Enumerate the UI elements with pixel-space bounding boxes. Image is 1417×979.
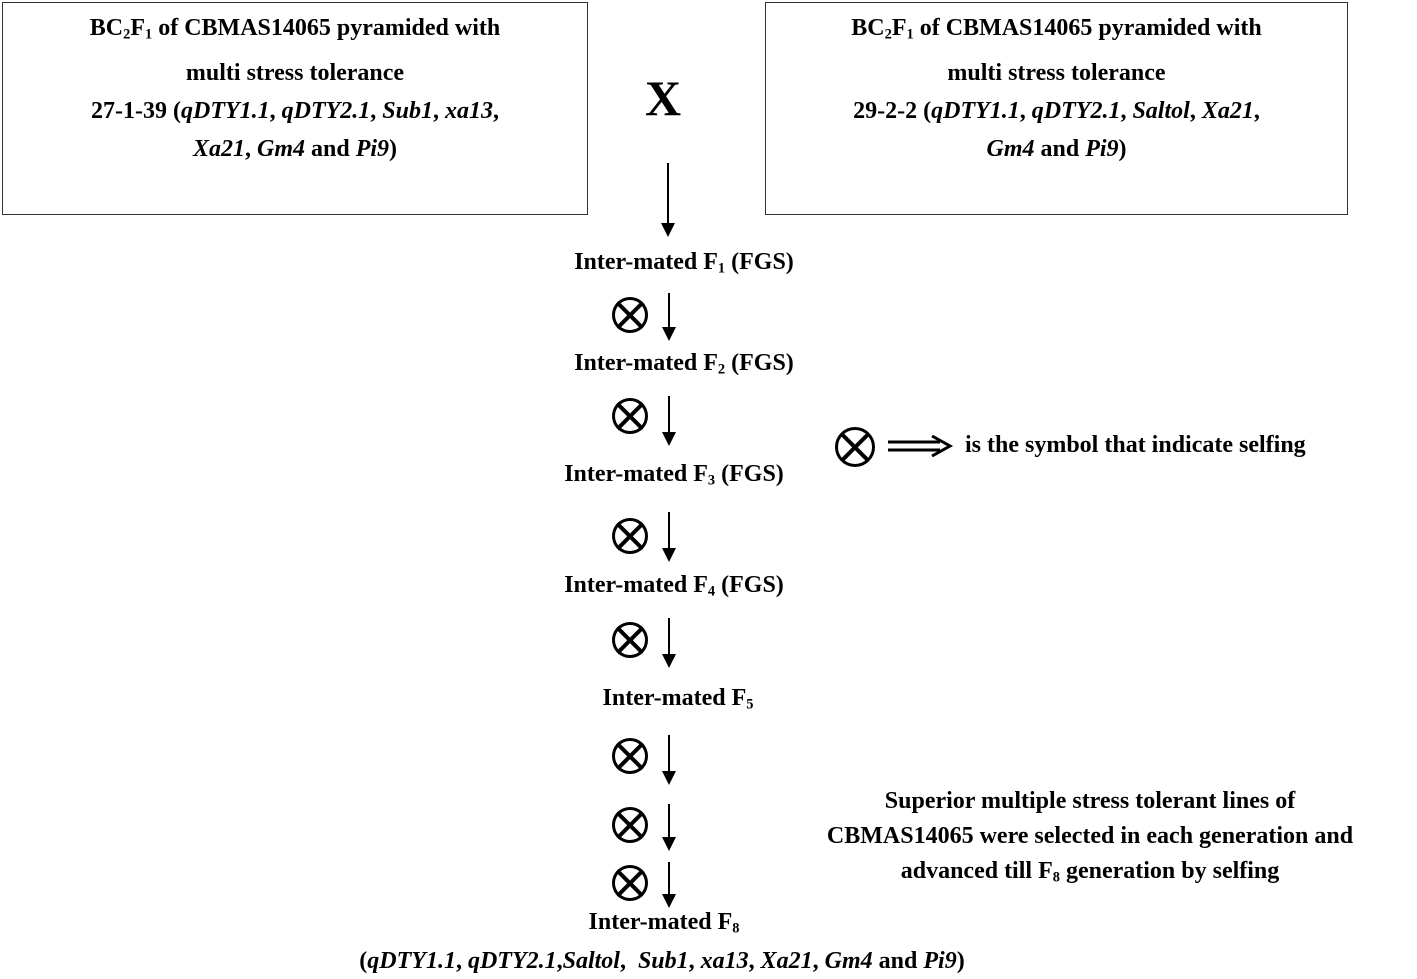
down-arrow: [654, 862, 684, 908]
left-parent-title: BC2F1 of CBMAS14065 pyramided with: [89, 15, 501, 43]
note-line: Superior multiple stress tolerant lines …: [884, 788, 1296, 814]
selfing-icon: [612, 622, 648, 658]
left-parent-subtitle: multi stress tolerance: [185, 59, 405, 86]
right-parent-genes-line1: 29-2-2 (qDTY1.1, qDTY2.1, Saltol, Xa21,: [853, 97, 1260, 124]
selfing-icon: [612, 398, 648, 434]
legend-text: is the symbol that indicate selfing: [965, 432, 1306, 458]
down-arrow: [654, 512, 684, 562]
double-arrow-icon: [888, 435, 954, 457]
selection-note: Superior multiple stress tolerant lines …: [790, 784, 1390, 896]
selfing-icon: [612, 865, 648, 901]
generation-f4: Inter-mated F4 (FGS): [564, 572, 784, 600]
cross-down-arrow: [653, 163, 683, 238]
selfing-icon: [612, 807, 648, 843]
generation-f3: Inter-mated F3 (FGS): [564, 461, 784, 489]
cross-symbol: X: [645, 70, 682, 126]
generation-f5: Inter-mated F5: [602, 685, 754, 713]
generation-f2: Inter-mated F2 (FGS): [574, 350, 794, 378]
left-parent-genes-line1: 27-1-39 (qDTY1.1, qDTY2.1, Sub1, xa13,: [91, 97, 499, 124]
down-arrow: [654, 804, 684, 851]
right-parent-box: BC2F1 of CBMAS14065 pyramided with multi…: [765, 2, 1348, 215]
note-line: advanced till F8 generation by selfing: [900, 858, 1280, 886]
selfing-icon: [612, 297, 648, 333]
down-arrow: [654, 735, 684, 785]
right-parent-genes-line2: Gm4 and Pi9): [986, 135, 1127, 162]
generation-f1: Inter-mated F1 (FGS): [574, 249, 794, 277]
down-arrow: [654, 618, 684, 668]
final-genes: (qDTY1.1, qDTY2.1,Saltol, Sub1, xa13, Xa…: [359, 948, 965, 974]
generation-f8: Inter-mated F8: [588, 909, 740, 937]
right-parent-title: BC2F1 of CBMAS14065 pyramided with: [851, 15, 1262, 43]
down-arrow: [654, 396, 684, 446]
down-arrow: [654, 293, 684, 341]
left-parent-genes-line2: Xa21, Gm4 and Pi9): [192, 135, 398, 162]
selfing-icon: [612, 738, 648, 774]
legend-selfing-icon: [835, 427, 875, 467]
note-line: CBMAS14065 were selected in each generat…: [826, 823, 1354, 849]
right-parent-subtitle: multi stress tolerance: [947, 59, 1166, 86]
left-parent-box: BC2F1 of CBMAS14065 pyramided with multi…: [2, 2, 588, 215]
selfing-icon: [612, 518, 648, 554]
